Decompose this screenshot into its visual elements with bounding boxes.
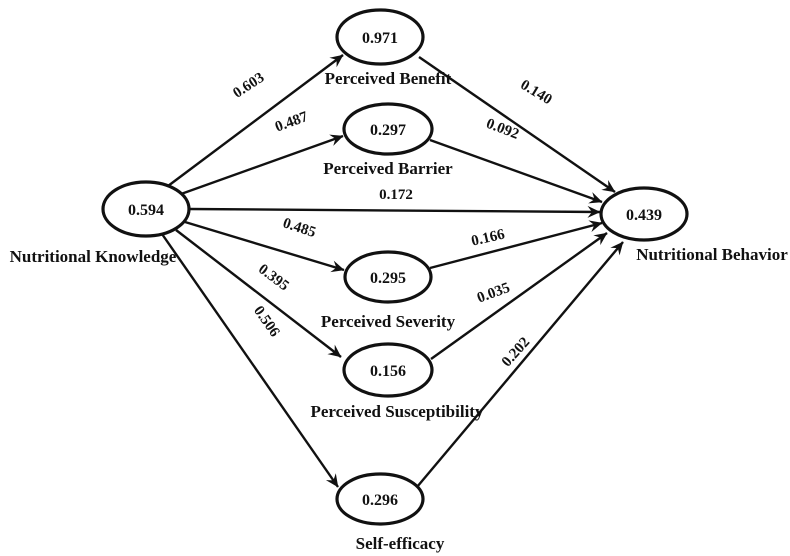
edge-arrow: [184, 220, 345, 273]
edge-knowledge-to-susceptibility: 0.395: [175, 229, 342, 358]
edge-label: 0.487: [273, 109, 311, 136]
edge-knowledge-to-behavior: 0.172: [188, 187, 601, 218]
node-label: Nutritional Knowledge: [10, 247, 177, 266]
node-ellipse: [101, 180, 191, 238]
edge-label: 0.172: [379, 187, 413, 203]
node-nutritional-behavior: 0.439 Nutritional Behavior: [599, 186, 788, 264]
edge-arrow: [180, 134, 344, 196]
edge-label: 0.092: [484, 116, 521, 143]
edge-severity-to-behavior: 0.166: [429, 220, 603, 270]
edge-knowledge-to-selfefficacy: 0.506: [161, 233, 339, 488]
edge-label: 0.166: [470, 226, 507, 249]
node-perceived-susceptibility: 0.156 Perceived Susceptibility: [311, 342, 484, 421]
node-label: Perceived Benefit: [325, 69, 452, 88]
edge-arrow: [161, 233, 339, 488]
edge-arrow: [418, 56, 616, 193]
node-perceived-barrier: 0.297 Perceived Barrier: [323, 102, 453, 178]
edge-label: 0.140: [517, 77, 554, 108]
node-value: 0.295: [370, 270, 406, 287]
node-ellipse: [342, 102, 434, 156]
node-ellipse: [335, 472, 425, 526]
node-value: 0.296: [362, 492, 398, 509]
edge-arrow: [429, 138, 603, 204]
node-value: 0.297: [370, 122, 406, 139]
edge-label: 0.202: [499, 334, 533, 370]
node-label: Self-efficacy: [356, 534, 445, 553]
edge-barrier-to-behavior: 0.092: [429, 116, 603, 204]
nodes-layer: 0.594 Nutritional Knowledge 0.971 Percei…: [10, 8, 788, 553]
edge-label: 0.395: [255, 261, 292, 294]
node-perceived-benefit: 0.971 Perceived Benefit: [325, 8, 452, 88]
node-value: 0.156: [370, 363, 406, 380]
node-ellipse: [335, 8, 425, 66]
node-value: 0.594: [128, 202, 164, 219]
edge-label: 0.485: [281, 215, 318, 241]
edge-arrow: [188, 205, 601, 218]
node-ellipse: [343, 250, 433, 304]
edge-knowledge-to-barrier: 0.487: [180, 109, 344, 196]
edge-label: 0.035: [475, 280, 512, 307]
edge-arrow: [175, 229, 342, 358]
edge-label: 0.603: [230, 70, 267, 102]
node-ellipse: [342, 342, 434, 398]
node-value: 0.439: [626, 207, 662, 224]
edge-arrow: [167, 54, 344, 187]
node-label: Perceived Susceptibility: [311, 402, 484, 421]
node-value: 0.971: [362, 30, 398, 47]
node-self-efficacy: 0.296 Self-efficacy: [335, 472, 445, 553]
node-ellipse: [599, 186, 689, 242]
edge-selfefficacy-to-behavior: 0.202: [416, 241, 624, 488]
node-label: Nutritional Behavior: [636, 245, 788, 264]
node-label: Perceived Barrier: [323, 159, 453, 178]
node-nutritional-knowledge: 0.594 Nutritional Knowledge: [10, 180, 191, 266]
edge-arrow: [430, 232, 608, 360]
node-perceived-severity: 0.295 Perceived Severity: [321, 250, 456, 331]
edge-arrow: [429, 220, 603, 270]
edge-arrow: [416, 241, 624, 488]
node-label: Perceived Severity: [321, 312, 456, 331]
